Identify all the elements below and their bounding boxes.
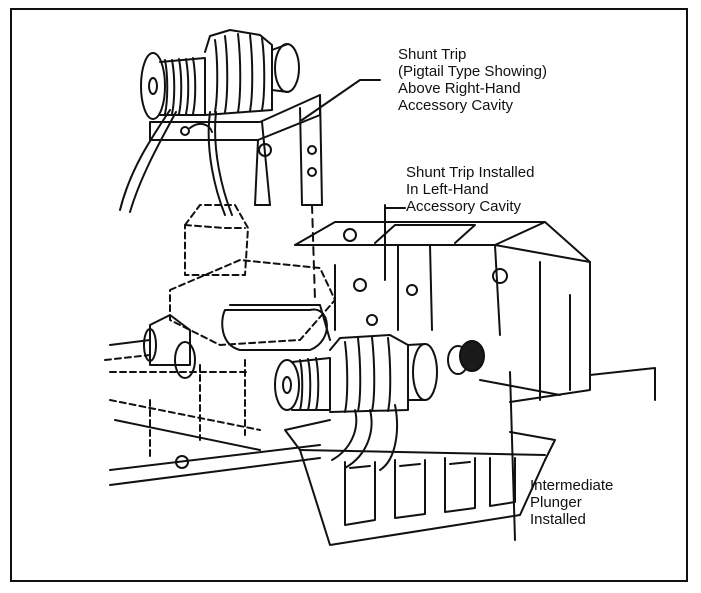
leader-line-installed [384, 204, 406, 281]
left-mechanism [104, 314, 321, 486]
leader-line-plunger [509, 371, 516, 541]
shunt-trip-top-drawing [119, 29, 323, 216]
label-line: In Left-Hand [406, 181, 489, 198]
leader-line-shunt-trip [301, 79, 381, 121]
label-line: Shunt Trip Installed [406, 164, 535, 181]
breaker-housing [294, 221, 656, 403]
label-line: Plunger [530, 494, 582, 511]
label-line: Shunt Trip [398, 46, 467, 63]
label-line: Installed [530, 511, 586, 528]
figure-frame [10, 8, 688, 582]
label-line: Accessory Cavity [406, 198, 522, 215]
handle-mechanism [169, 204, 336, 351]
shunt-trip-installed-drawing [274, 334, 485, 471]
label-line: Accessory Cavity [398, 97, 514, 114]
insertion-path-dashed [311, 204, 316, 301]
label-shunt-trip-top: Shunt Trip (Pigtail Type Showing) Above … [398, 46, 547, 114]
label-shunt-trip-installed: Shunt Trip Installed In Left-Hand Access… [406, 164, 534, 215]
label-line: Intermediate [530, 477, 614, 494]
label-line: (Pigtail Type Showing) [398, 63, 547, 80]
label-line: Above Right-Hand [398, 80, 521, 97]
terminal-block [284, 419, 556, 546]
label-intermediate-plunger: Intermediate Plunger Installed [530, 477, 613, 528]
